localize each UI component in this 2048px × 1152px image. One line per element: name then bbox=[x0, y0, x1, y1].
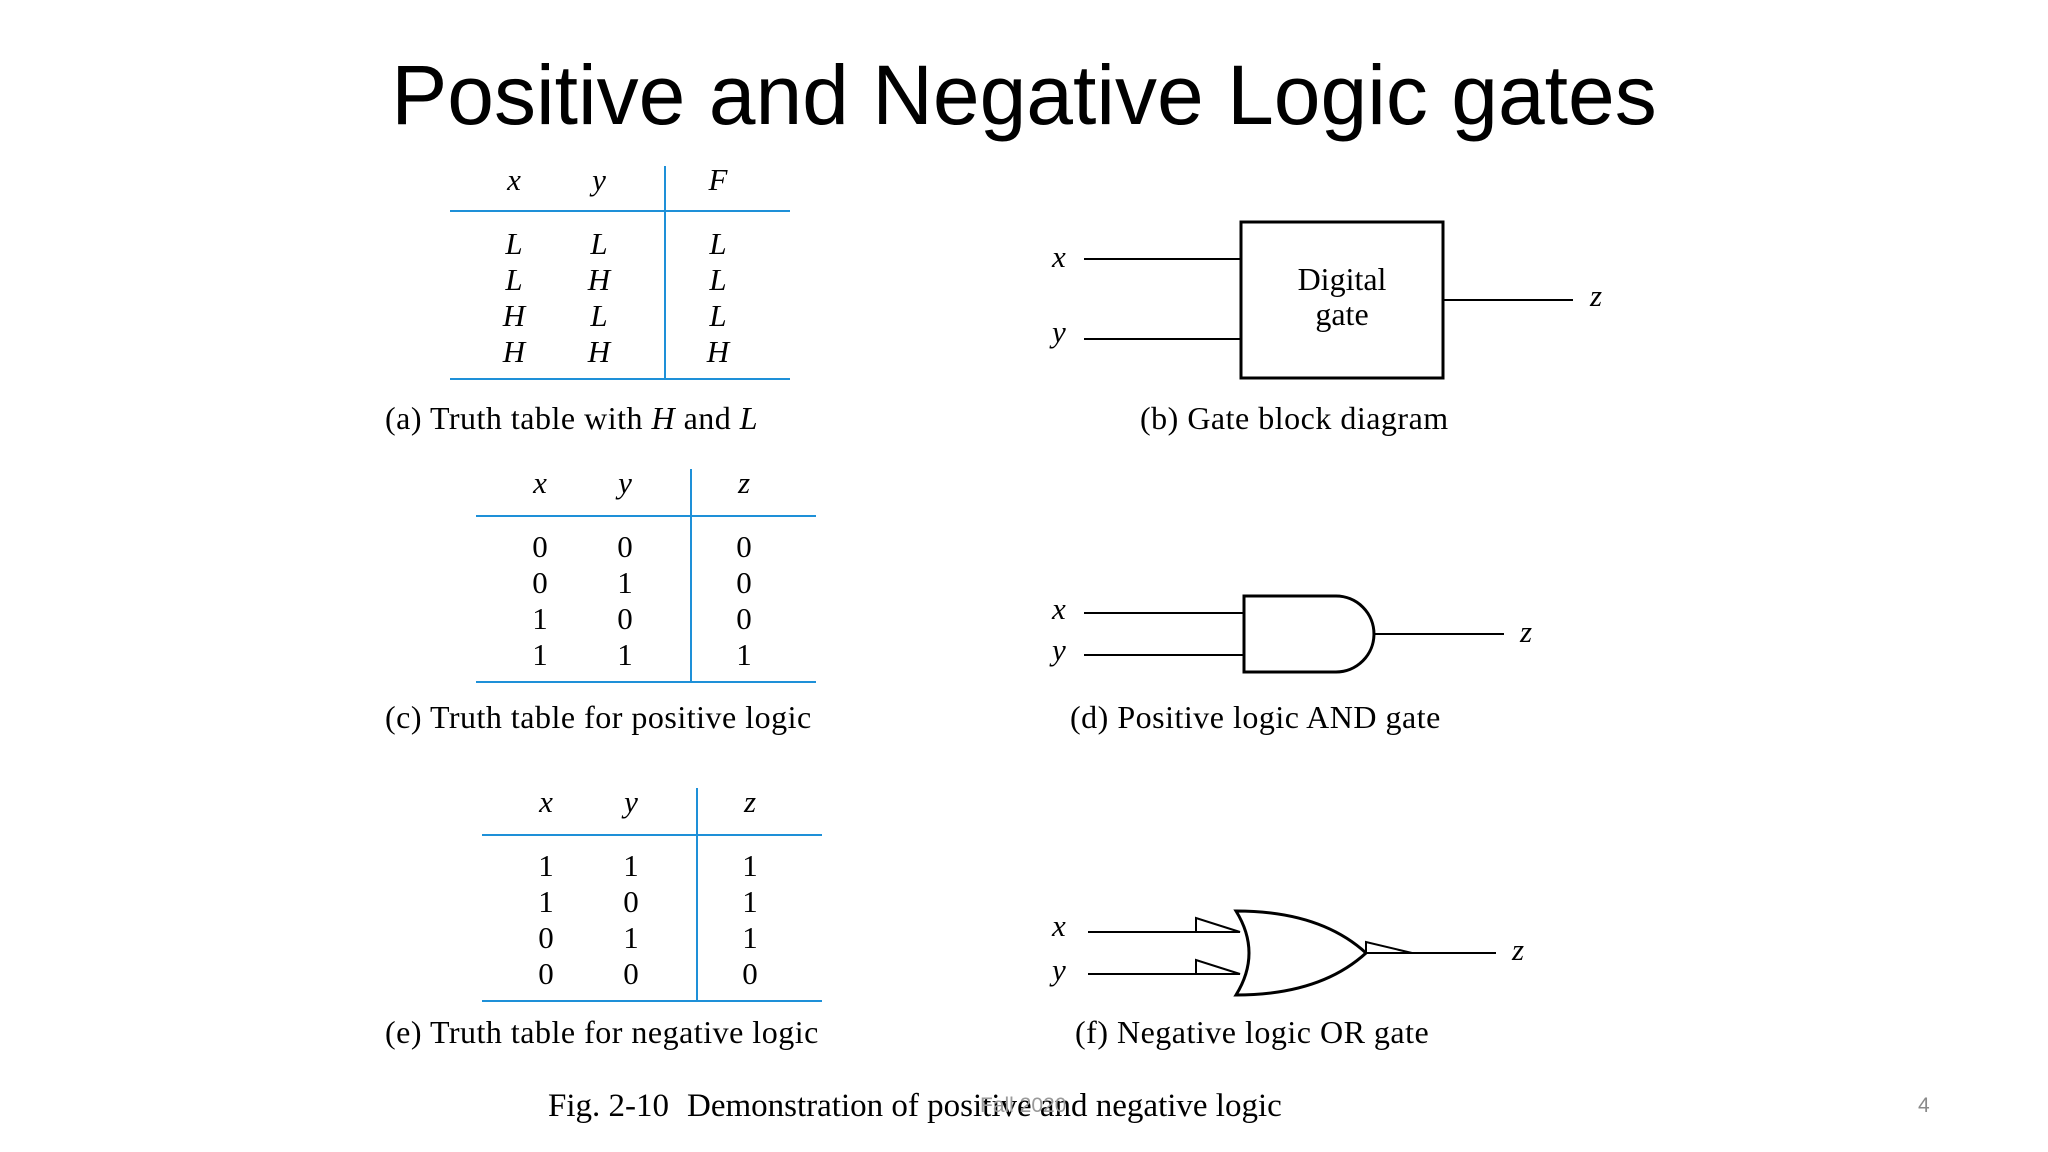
figure-label: Fig. 2-10 bbox=[548, 1088, 670, 1124]
table-cell: 1 bbox=[623, 920, 639, 955]
or-input-polarity-x bbox=[1195, 916, 1241, 933]
table-cell: L bbox=[709, 226, 727, 261]
table-cell: H bbox=[502, 298, 526, 333]
table-cell: 0 bbox=[617, 529, 633, 564]
caption-text: (a) Truth table with bbox=[385, 400, 652, 436]
table-cell: 0 bbox=[532, 565, 548, 600]
table-header: x bbox=[533, 465, 547, 500]
table-rule bbox=[450, 210, 790, 212]
truth-table-a: x y F L L L L H L H L L H H H bbox=[440, 160, 800, 390]
figure-caption: Fig. 2-10 Demonstration of positive and n… bbox=[548, 1086, 1282, 1126]
table-header: y bbox=[624, 784, 638, 819]
table-cell: 0 bbox=[736, 529, 752, 564]
table-cell: L bbox=[709, 298, 727, 333]
caption-text: and bbox=[675, 400, 740, 436]
table-cell: 0 bbox=[617, 601, 633, 636]
table-rule bbox=[476, 681, 816, 683]
box-label-line1: Digital bbox=[1298, 261, 1387, 297]
caption-l: L bbox=[739, 400, 759, 436]
footer-date: Fall 2020 bbox=[980, 1094, 1067, 1117]
table-header: y bbox=[618, 465, 632, 500]
table-cell: 0 bbox=[623, 956, 639, 991]
table-cell: 1 bbox=[532, 637, 548, 672]
or-output-label-z: z bbox=[1511, 932, 1524, 967]
truth-table-e: x y z 1 1 1 1 0 1 0 1 1 0 0 0 bbox=[472, 784, 832, 1014]
caption-a: (a) Truth table with H and L bbox=[385, 398, 758, 438]
output-label-z: z bbox=[1589, 278, 1602, 313]
table-cell: 1 bbox=[538, 884, 554, 919]
table-cell: 1 bbox=[742, 848, 758, 883]
table-divider bbox=[696, 788, 698, 1002]
table-cell: 0 bbox=[736, 601, 752, 636]
table-cell: 0 bbox=[532, 529, 548, 564]
input-label-x: x bbox=[1051, 239, 1066, 274]
table-divider bbox=[690, 469, 692, 683]
table-rule bbox=[482, 834, 822, 836]
table-divider bbox=[664, 166, 666, 380]
table-cell: 1 bbox=[532, 601, 548, 636]
page-number: 4 bbox=[1918, 1094, 1930, 1117]
table-cell: L bbox=[505, 262, 523, 297]
table-rule bbox=[482, 1000, 822, 1002]
and-input-label-x: x bbox=[1051, 591, 1066, 626]
table-cell: 1 bbox=[742, 920, 758, 955]
table-rule bbox=[476, 515, 816, 517]
caption-b: (b) Gate block diagram bbox=[1140, 400, 1449, 436]
table-header: x bbox=[539, 784, 553, 819]
table-header: z bbox=[737, 465, 751, 500]
table-cell: H bbox=[706, 334, 730, 369]
table-cell: 1 bbox=[736, 637, 752, 672]
table-cell: L bbox=[590, 226, 608, 261]
table-cell: H bbox=[587, 334, 611, 369]
table-cell: H bbox=[587, 262, 611, 297]
table-cell: L bbox=[709, 262, 727, 297]
truth-table-c: x y z 0 0 0 0 1 0 1 0 0 1 1 1 bbox=[466, 465, 826, 695]
or-input-label-x: x bbox=[1051, 908, 1066, 943]
and-gate-symbol bbox=[1242, 594, 1376, 674]
table-cell: 1 bbox=[538, 848, 554, 883]
caption-c: (c) Truth table for positive logic bbox=[385, 699, 812, 735]
table-cell: 0 bbox=[736, 565, 752, 600]
table-header: F bbox=[708, 162, 728, 197]
caption-e: (e) Truth table for negative logic bbox=[385, 1014, 819, 1050]
table-cell: 1 bbox=[742, 884, 758, 919]
table-cell: 0 bbox=[538, 956, 554, 991]
caption-h: H bbox=[651, 400, 676, 436]
table-cell: H bbox=[502, 334, 526, 369]
input-label-y: y bbox=[1049, 314, 1066, 349]
and-input-label-y: y bbox=[1049, 632, 1066, 667]
table-header: y bbox=[592, 162, 606, 197]
box-label-line2: gate bbox=[1315, 296, 1368, 332]
or-input-polarity-y bbox=[1195, 958, 1241, 975]
or-output-polarity bbox=[1365, 940, 1413, 954]
table-header: x bbox=[507, 162, 521, 197]
and-output-label-z: z bbox=[1519, 614, 1532, 649]
table-cell: L bbox=[505, 226, 523, 261]
table-cell: 1 bbox=[617, 637, 633, 672]
table-cell: 0 bbox=[742, 956, 758, 991]
slide-title: Positive and Negative Logic gates bbox=[391, 48, 1657, 142]
caption-f: (f) Negative logic OR gate bbox=[1075, 1014, 1430, 1050]
table-cell: 1 bbox=[623, 848, 639, 883]
table-cell: L bbox=[590, 298, 608, 333]
table-cell: 1 bbox=[617, 565, 633, 600]
caption-d: (d) Positive logic AND gate bbox=[1070, 699, 1441, 735]
figure-text: Demonstration of positive and negative l… bbox=[687, 1088, 1282, 1124]
or-input-label-y: y bbox=[1049, 952, 1066, 987]
table-cell: 0 bbox=[538, 920, 554, 955]
or-gate-symbol bbox=[1233, 909, 1369, 997]
table-header: z bbox=[743, 784, 757, 819]
table-cell: 0 bbox=[623, 884, 639, 919]
table-rule bbox=[450, 378, 790, 380]
